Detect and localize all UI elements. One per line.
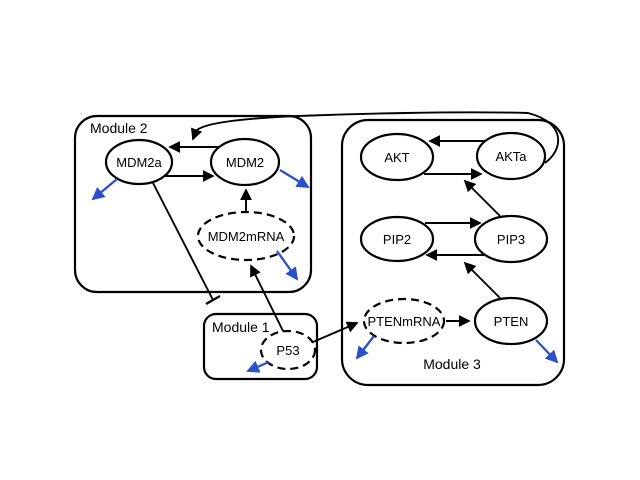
edge-p53-to-ptenmrna <box>312 321 359 343</box>
node-pten <box>473 296 549 346</box>
node-mdm2 <box>209 137 281 187</box>
node-ptenmrna <box>362 297 446 345</box>
label-mdm2a: MDM2a <box>116 155 162 170</box>
node-pip2 <box>359 215 435 263</box>
degradation-arrow-pten <box>535 339 559 364</box>
degradation-arrow-mdm2a <box>91 178 118 201</box>
node-pip3 <box>473 214 549 264</box>
module-2-box <box>73 114 313 294</box>
label-pip3: PIP3 <box>497 232 525 247</box>
label-ptenmrna: PTENmRNA <box>368 314 441 329</box>
edge-p53-to-mdm2mrna <box>250 264 285 334</box>
label-pip2: PIP2 <box>383 232 411 247</box>
label-mdm2: MDM2 <box>226 155 264 170</box>
module-1-label: Module 1 <box>212 319 270 335</box>
degradation-arrow-mdm2 <box>279 169 310 189</box>
edge-mdm2a-inhibits-p53 <box>151 180 214 301</box>
label-pten: PTEN <box>494 314 529 329</box>
node-akt <box>359 132 435 182</box>
module-3-label: Module 3 <box>423 356 481 372</box>
node-akta <box>475 131 547 181</box>
degradation-arrow-p53 <box>246 360 270 373</box>
label-akt: AKT <box>384 150 409 165</box>
edge-akta-feedback-to-mdm2 <box>191 111 559 164</box>
node-p53 <box>259 329 317 371</box>
degradation-arrow-mdm2mrna <box>276 250 299 281</box>
inhibition-tbar <box>205 295 221 305</box>
label-akta: AKTa <box>495 149 527 164</box>
edge-pten-catalysis <box>463 261 501 299</box>
label-mdm2mrna: MDM2mRNA <box>208 229 285 244</box>
edge-pip3-catalysis <box>463 179 501 217</box>
degradation-arrow-ptenmrna <box>355 335 375 360</box>
label-p53: P53 <box>276 343 299 358</box>
node-mdm2a <box>104 138 174 186</box>
node-mdm2mrna <box>196 210 296 262</box>
module-2-label: Module 2 <box>90 120 148 136</box>
